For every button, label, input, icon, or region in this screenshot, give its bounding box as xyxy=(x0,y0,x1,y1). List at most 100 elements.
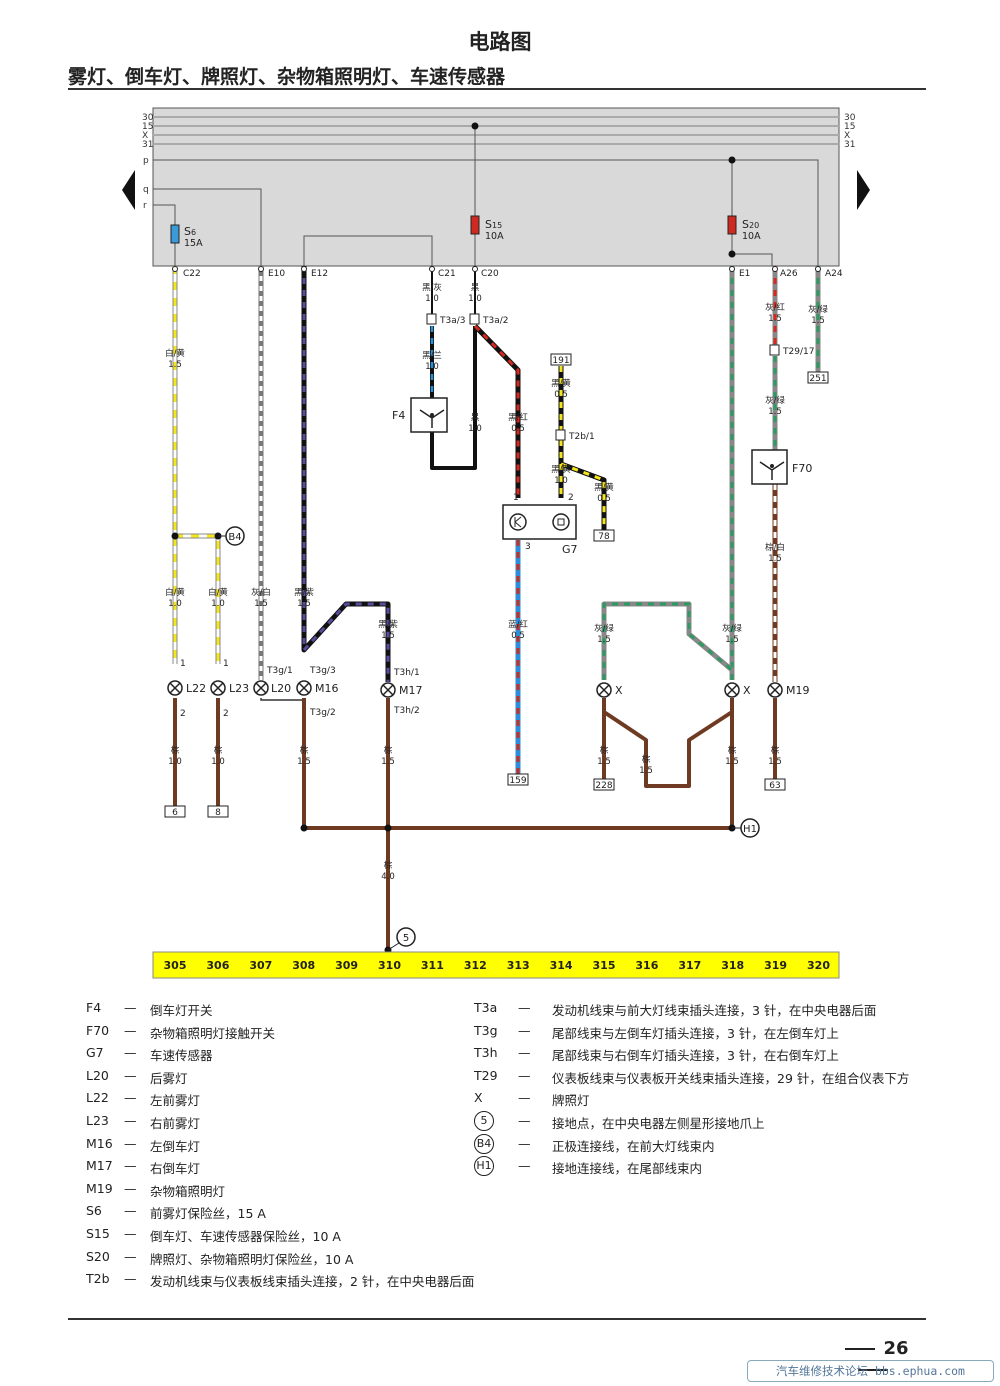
wire-color-label: 灰/白 xyxy=(251,587,271,598)
pin-label: T3h/2 xyxy=(393,706,420,716)
fuse-s6-amp: 15A xyxy=(184,238,203,249)
legend-desc: 杂物箱照明灯接触开关 xyxy=(150,1025,276,1041)
legend-code: S6 xyxy=(86,1203,102,1219)
wire-color-label: 灰/绿 xyxy=(722,623,742,634)
wire-color-label: 黑/兰 xyxy=(422,350,442,361)
ref-box: 78 xyxy=(598,532,610,542)
pin-label: T3a/3 xyxy=(439,316,466,326)
fuse-s6-label: S6 xyxy=(184,225,196,238)
pin-label: T3g/1 xyxy=(266,666,293,676)
legend-code: T3h xyxy=(474,1045,498,1061)
legend-desc: 接地连接线，在尾部线束内 xyxy=(552,1161,703,1177)
prev-page-arrow-icon xyxy=(122,170,135,210)
legend-code: T3a xyxy=(474,1000,498,1015)
wire-color-label: 棕/白 xyxy=(765,542,785,553)
connector-label: E10 xyxy=(268,269,285,279)
pin-label: T29/17 xyxy=(782,347,814,357)
track-number: 307 xyxy=(249,959,272,972)
legend-desc: 仪表板线束与仪表板开关线束插头连接，29 针，在组合仪表下方 xyxy=(552,1070,910,1086)
component-label: X xyxy=(743,684,751,697)
lamp-m19-icon xyxy=(767,682,783,698)
wire-gauge-label: 1.0 xyxy=(211,757,225,767)
wire-brown-ground xyxy=(173,698,777,950)
wire-color-label: 白/黄 xyxy=(165,587,185,598)
legend-code: L23 xyxy=(86,1113,109,1128)
wire-gauge-label: 1.5 xyxy=(725,635,739,645)
junction-dot xyxy=(728,250,736,258)
wire-gauge-label: 1.5 xyxy=(597,635,611,645)
legend-dash: — xyxy=(518,1113,531,1128)
connector-label: C22 xyxy=(183,269,201,279)
speed-sensor-g7: G7 xyxy=(502,504,578,556)
legend-dash: — xyxy=(124,1045,137,1061)
connector-label: E12 xyxy=(311,269,328,279)
legend-dash: — xyxy=(124,1113,137,1128)
wire-color-label: 棕 xyxy=(300,745,309,756)
legend-desc: 牌照灯 xyxy=(552,1093,590,1109)
wire-color-label: 棕 xyxy=(771,745,780,756)
wire-gauge-label: 0.5 xyxy=(554,390,568,400)
lamp-m16-icon xyxy=(296,680,312,696)
track-number: 312 xyxy=(464,959,487,972)
wire-gauge-label: 1.5 xyxy=(768,314,782,324)
wire-gauge-label: 1.5 xyxy=(168,360,182,370)
rail-label: X xyxy=(142,131,148,141)
wire-gauge-label: 0.5 xyxy=(511,424,525,434)
legend-desc: 尾部线束与右倒车灯插头连接，3 针，在右倒车灯上 xyxy=(552,1048,839,1064)
rail-label: X xyxy=(844,131,850,141)
component-label: M16 xyxy=(315,682,339,695)
ref-box: 159 xyxy=(509,776,526,786)
rail-label: 15 xyxy=(142,122,153,132)
legend-dash: — xyxy=(124,1180,137,1196)
ref-box: 8 xyxy=(215,808,221,818)
track-number: 316 xyxy=(635,959,658,972)
component-label: M17 xyxy=(399,684,423,697)
wire-gauge-label: 1.5 xyxy=(725,757,739,767)
legend-desc: 倒车灯、车速传感器保险丝，10 A xyxy=(150,1229,341,1244)
wire-color-label: 棕 xyxy=(384,860,393,871)
wire-gauge-label: 1.0 xyxy=(211,599,225,609)
track-number: 305 xyxy=(164,959,187,972)
wire-gauge-label: 1.0 xyxy=(468,424,482,434)
wire-black-violet xyxy=(301,266,391,682)
ref-box: 6 xyxy=(172,808,178,818)
wire-gauge-label: 0.5 xyxy=(511,631,525,641)
wire-color-label: 黑 xyxy=(471,413,480,423)
footer-rule xyxy=(68,1318,926,1320)
rail-label: 30 xyxy=(142,113,154,123)
track-number: 313 xyxy=(507,959,530,972)
wire-color-label: 黑/黄 xyxy=(594,482,614,493)
fuse-s20-amp: 10A xyxy=(742,231,761,242)
rail-label: 31 xyxy=(844,140,855,150)
legend-code: M17 xyxy=(86,1158,113,1174)
svg-text:F70: F70 xyxy=(792,462,812,475)
component-label: L23 xyxy=(229,682,249,695)
lamp-l20-icon xyxy=(253,680,269,696)
junction-dot xyxy=(171,532,179,540)
wire-gauge-label: 4.0 xyxy=(381,872,395,882)
pin-label: 1 xyxy=(180,659,186,669)
track-number: 311 xyxy=(421,959,444,972)
glovebox-switch-f70: F70 xyxy=(751,449,812,485)
rail-r xyxy=(153,204,176,266)
legend-desc: 牌照灯、杂物箱照明灯保险丝，10 A xyxy=(150,1251,354,1267)
pin-label: T3h/1 xyxy=(393,668,420,678)
node-h1-label: H1 xyxy=(743,824,757,835)
pin-label: 2 xyxy=(568,493,574,503)
wire-black-red xyxy=(473,324,521,498)
wire-color-label: 灰/绿 xyxy=(808,304,828,315)
lamp-x2-icon xyxy=(724,682,740,698)
rail-p xyxy=(153,159,819,266)
legend-desc: 发动机线束与仪表板线束插头连接，2 针，在中央电器后面 xyxy=(150,1274,475,1290)
legend-dash: — xyxy=(124,1022,137,1038)
legend-code: F4 xyxy=(86,1000,102,1015)
ref-box: 63 xyxy=(769,781,780,791)
wire-color-label: 棕 xyxy=(600,745,609,756)
connector-label: C20 xyxy=(481,269,499,279)
wiring-diagram: 30 15 X 31 p q r 30 15 X 31 S6 15A S15 1… xyxy=(122,107,870,979)
wire-gauge-label: 1.0 xyxy=(168,599,182,609)
legend-dash: — xyxy=(124,1135,137,1151)
track-number: 314 xyxy=(550,959,573,972)
rail-label: 30 xyxy=(844,113,856,123)
pin-label: 1 xyxy=(513,493,519,503)
